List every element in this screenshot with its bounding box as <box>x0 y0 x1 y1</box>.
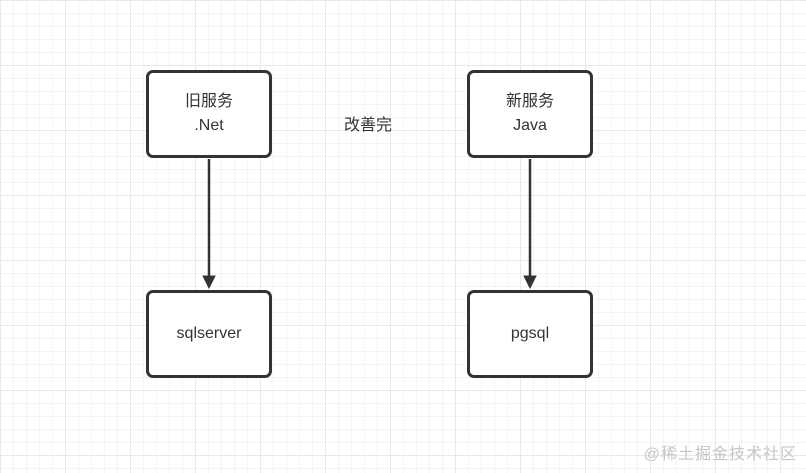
node-sqlserver: sqlserver <box>146 290 272 378</box>
node-new-service: 新服务 Java <box>467 70 593 158</box>
node-pgsql: pgsql <box>467 290 593 378</box>
node-old-service-label: 旧服务 .Net <box>184 93 233 134</box>
watermark-juejin: @稀土掘金技术社区 <box>643 446 797 463</box>
node-sqlserver-label: sqlserver <box>176 325 242 342</box>
node-pgsql-label: pgsql <box>510 325 550 342</box>
label-improvement-done: 改善完 <box>343 117 392 134</box>
node-old-service: 旧服务 .Net <box>146 70 272 158</box>
node-new-service-label: 新服务 Java <box>505 93 554 134</box>
